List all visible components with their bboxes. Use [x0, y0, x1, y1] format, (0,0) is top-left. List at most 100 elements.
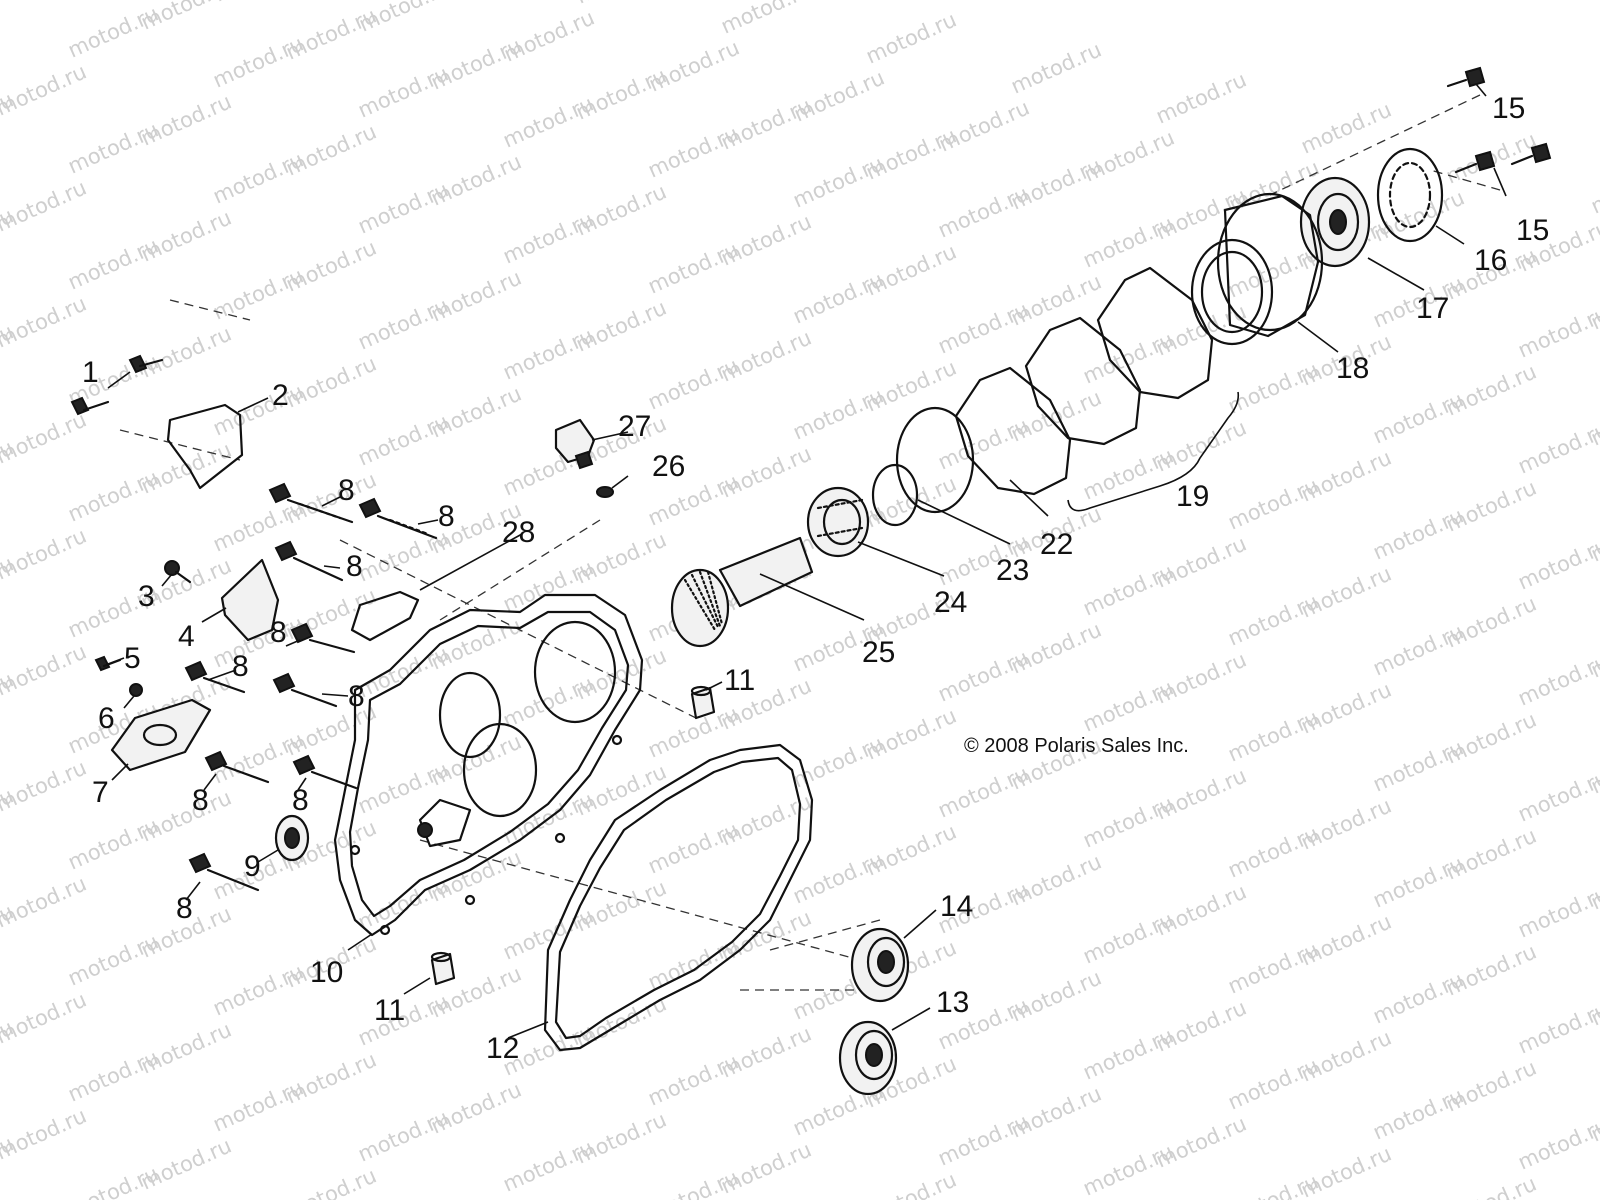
- bolt-part-15a: [1446, 66, 1486, 88]
- flange-bolts-part-8: [184, 482, 438, 892]
- callout-15b: 15: [1516, 214, 1549, 247]
- callout-11b: 11: [374, 994, 405, 1027]
- clip-bracket-part-4: [220, 558, 280, 642]
- bearing-part-13: [838, 1020, 898, 1096]
- callout-8f: 8: [348, 680, 365, 713]
- watermark-text: motod.ru: [1514, 765, 1600, 826]
- callout-16: 16: [1474, 244, 1507, 277]
- gasket-part-12-inner: [554, 756, 802, 1040]
- watermark-text: motod.ru: [282, 1163, 380, 1200]
- bolt-part-15c: [1510, 142, 1552, 166]
- watermark-text: motod.ru: [0, 523, 90, 584]
- dowel-pin-part-11b: [430, 951, 456, 986]
- callout-14: 14: [940, 890, 973, 923]
- watermark-text: motod.ru: [0, 291, 90, 352]
- watermark-text: motod.ru: [0, 639, 90, 700]
- leader-lines: [107, 83, 1507, 1039]
- watermark-text: motod.ru: [1224, 1169, 1322, 1200]
- washer-part-26: [596, 486, 614, 498]
- callout-7: 7: [92, 776, 109, 809]
- callout-1: 1: [82, 356, 99, 389]
- o-ring-part-23: [895, 406, 975, 514]
- callout-13: 13: [936, 986, 969, 1019]
- watermark-text: motod.ru: [0, 407, 90, 468]
- callout-8d: 8: [270, 616, 287, 649]
- bearing-part-14: [850, 927, 910, 1003]
- callout-8g: 8: [192, 784, 209, 817]
- callout-27: 27: [618, 410, 651, 443]
- watermark-text: motod.ru: [1514, 997, 1600, 1058]
- callout-18: 18: [1336, 352, 1369, 385]
- copyright-notice: © 2008 Polaris Sales Inc.: [964, 735, 1189, 757]
- watermark-text: motod.ru: [717, 0, 815, 39]
- callout-9: 9: [244, 850, 261, 883]
- cover-plate-part-7: [110, 698, 212, 772]
- screw-part-1: [128, 354, 164, 374]
- watermark-text: motod.ru: [1514, 649, 1600, 710]
- callout-26: 26: [652, 450, 685, 483]
- callout-8c: 8: [346, 550, 363, 583]
- watermark-text: motod.ru: [0, 871, 90, 932]
- callout-17: 17: [1416, 292, 1449, 325]
- callout-11a: 11: [724, 664, 755, 697]
- watermark-text: motod.ru: [210, 0, 308, 7]
- callout-12: 12: [486, 1032, 519, 1065]
- callout-5: 5: [124, 642, 141, 675]
- gearcase-housing-part-10: [333, 593, 644, 937]
- washer-part-6: [129, 683, 143, 697]
- callout-3: 3: [138, 580, 155, 613]
- bearing-housing-part-18: [1190, 192, 1324, 346]
- callout-10: 10: [310, 956, 343, 989]
- watermark-text: motod.ru: [0, 755, 90, 816]
- watermark-text: motod.ru: [1514, 881, 1600, 942]
- watermark-text: motod.ru: [1514, 533, 1600, 594]
- watermark-text: motod.ru: [0, 987, 90, 1048]
- drain-plug-part-27: [554, 418, 596, 470]
- callout-8h: 8: [292, 784, 309, 817]
- needle-bearing-part-24: [806, 486, 870, 558]
- watermark-text: motod.ru: [862, 1167, 960, 1200]
- callout-labels: 1 2 3 4 5 6 7 8 8 8 8 8 8 8 8 8 9 10 11 …: [82, 92, 1549, 1065]
- gasket-part-19a: [1096, 266, 1214, 400]
- callout-15a: 15: [1492, 92, 1525, 125]
- watermark-text: motod.ru: [0, 175, 90, 236]
- oil-seal-part-9: [274, 814, 310, 862]
- watermark-text: motod.ru: [0, 0, 17, 33]
- bearing-part-17: [1299, 176, 1371, 268]
- callout-19: 19: [1176, 480, 1209, 513]
- watermark-text: motod.ru: [0, 1103, 90, 1164]
- watermark-text: motod.ru: [1587, 157, 1600, 218]
- shim-part-23b: [871, 463, 919, 527]
- bracket-plate-part-2: [166, 403, 244, 490]
- watermark-text: motod.ru: [1297, 97, 1395, 158]
- oil-seal-part-16: [1376, 147, 1444, 243]
- callout-6: 6: [98, 702, 115, 735]
- callout-8a: 8: [338, 474, 355, 507]
- watermark-text: motod.ru: [1514, 301, 1600, 362]
- watermark-text: motod.ru: [1442, 1171, 1540, 1200]
- callout-28: 28: [502, 516, 535, 549]
- callout-24: 24: [934, 586, 967, 619]
- screw-part-1b: [70, 396, 110, 416]
- watermark-text: motod.ru: [0, 0, 90, 5]
- callout-23: 23: [996, 554, 1029, 587]
- gasket-part-12: [543, 743, 814, 1052]
- callout-8i: 8: [176, 892, 193, 925]
- watermark-text: motod.ru: [1152, 67, 1250, 128]
- callout-8e: 8: [232, 650, 249, 683]
- callout-2: 2: [272, 379, 289, 412]
- dowel-pin-part-11a: [690, 685, 716, 720]
- bolt-part-3: [164, 560, 192, 584]
- watermark-text: motod.ru: [862, 7, 960, 68]
- watermark-text: motod.ru: [0, 59, 90, 120]
- bolt-part-15b: [1454, 150, 1496, 174]
- bevel-gear-shaft-part-25: [670, 536, 814, 648]
- callout-4: 4: [178, 620, 195, 653]
- watermark-text: motod.ru: [1514, 417, 1600, 478]
- watermark-text: motod.ru: [1007, 37, 1105, 98]
- callout-22: 22: [1040, 528, 1073, 561]
- clip-part-28: [350, 590, 420, 642]
- callout-8b: 8: [438, 500, 455, 533]
